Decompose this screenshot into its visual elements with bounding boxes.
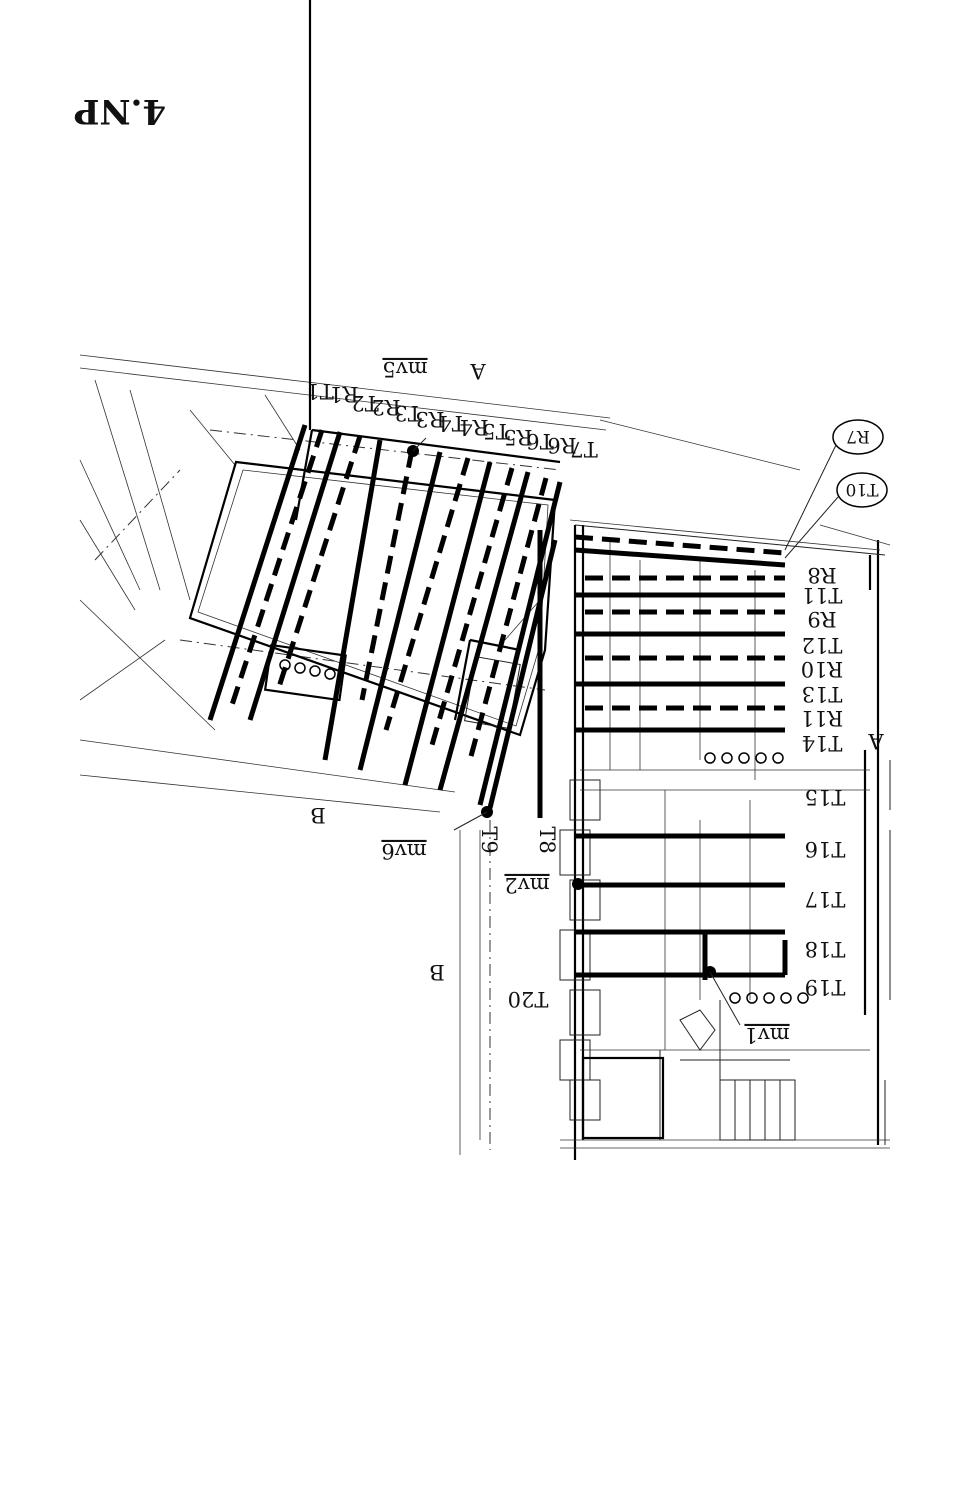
label-R2: R2 <box>371 395 400 419</box>
label-R3: R3 <box>415 407 444 431</box>
label-R9: R9 <box>807 607 836 631</box>
axis-a-right: A <box>868 729 885 753</box>
label-T16: T16 <box>805 837 846 861</box>
label-R10: R10 <box>801 657 844 681</box>
label-T1: T1 <box>306 379 333 403</box>
label-T13: T13 <box>802 682 843 706</box>
label-R8: R8 <box>807 563 836 587</box>
label-T17: T17 <box>805 887 846 911</box>
label-T5: T5 <box>482 419 509 443</box>
column-row-top <box>704 752 784 764</box>
label-T20: T20 <box>508 987 549 1011</box>
right-wing <box>459 419 891 1160</box>
label-T18: T18 <box>805 937 846 961</box>
left-wing <box>79 0 611 831</box>
label-T3: T3 <box>394 401 421 425</box>
label-T14: T14 <box>802 731 843 755</box>
label-T15: T15 <box>805 785 846 809</box>
label-T7: T7 <box>570 437 597 461</box>
label-T19: T19 <box>805 975 846 999</box>
axis-b-bottom: B <box>429 960 444 984</box>
callout-r7-label: R7 <box>846 426 870 446</box>
axis-b-left: B <box>310 803 325 827</box>
tag-mv1: mv1 <box>744 1023 789 1047</box>
label-R5: R5 <box>503 425 532 449</box>
label-T2: T2 <box>351 391 378 415</box>
orthogonal-beams <box>574 534 788 980</box>
tag-mv6: mv6 <box>381 839 426 863</box>
label-T12: T12 <box>802 633 843 657</box>
label-T4: T4 <box>438 411 465 435</box>
callout-t10-label: T10 <box>846 479 879 499</box>
oblique-beams <box>207 424 563 809</box>
label-R4: R4 <box>459 415 488 439</box>
sheet-title: 4.NP <box>74 91 166 131</box>
plan-labels: T1 R1 T2 R2 T3 R3 T4 R4 T5 R5 T6 R6 T7 R… <box>306 357 884 1047</box>
tag-mv2: mv2 <box>504 873 549 897</box>
tag-mv5: mv5 <box>382 357 427 381</box>
label-R1: R1 <box>329 382 358 406</box>
column-row-bottom <box>729 992 809 1004</box>
label-R11: R11 <box>801 706 844 730</box>
label-T11: T11 <box>802 583 843 607</box>
label-T9: T9 <box>477 826 501 853</box>
label-T8: T8 <box>535 826 559 853</box>
label-T6: T6 <box>526 429 553 453</box>
label-R6: R6 <box>547 433 576 457</box>
axis-a-top: A <box>470 359 487 383</box>
